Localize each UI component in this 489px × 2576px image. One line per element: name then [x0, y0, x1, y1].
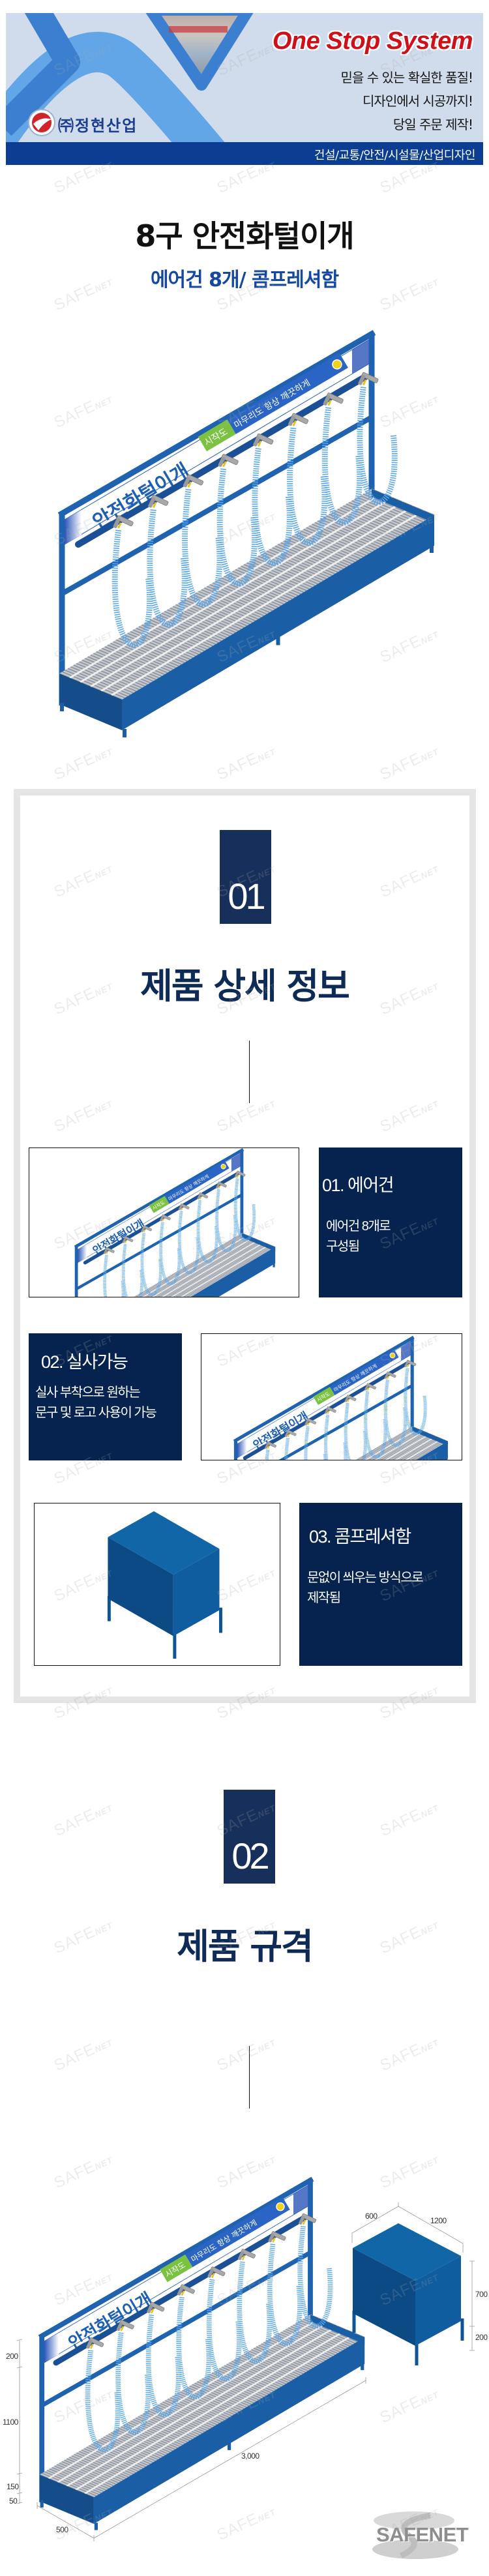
air-coil-hose: [252, 448, 293, 567]
product-image: 안전화털이개 시작도 마무리도 항상 깨끗하게: [57, 330, 435, 737]
section-badge-02: 02: [224, 1790, 275, 1884]
air-coil-hose: [287, 427, 328, 546]
air-gun-icon: [358, 372, 379, 386]
air-coil-hose: [182, 488, 223, 608]
dim-box-width: 1200: [430, 2216, 447, 2225]
slogan-line: 믿을 수 있는 확실한 품질!: [340, 70, 473, 85]
air-gun-icon: [288, 413, 309, 426]
feature-desc: 실사 부착으로 원하는: [35, 1385, 141, 1400]
safenet-logo-text: SAFENET: [376, 2523, 469, 2546]
divider-line: [249, 2046, 250, 2109]
air-gun-icon: [253, 433, 274, 447]
sign-logo-icon: [332, 359, 342, 370]
box-top: [108, 1511, 220, 1575]
compressor-box-drawing: [107, 1511, 222, 1659]
sign-green-box: [198, 419, 236, 452]
tray-leg: [276, 636, 280, 645]
tray-front: [122, 515, 434, 730]
dim-box-leg: 200: [475, 2333, 488, 2342]
safenet-swoosh-icon: [372, 2511, 458, 2559]
banner-graphic: [6, 13, 254, 165]
slogan-line: 당일 주문 제작!: [393, 117, 473, 132]
sign-blue-box: [227, 353, 348, 434]
dim-length: 3,000: [241, 2451, 259, 2461]
box-right-face: [415, 2256, 461, 2346]
feature-image-airgun: [29, 1147, 299, 1297]
air-gun-icon: [183, 474, 204, 488]
detail-frame: [14, 789, 476, 1703]
feature-desc: 에어건 8개로: [326, 1219, 391, 1234]
air-gun-icon: [323, 392, 344, 406]
company-logo-icon: [28, 109, 55, 136]
section-number: 02: [231, 1835, 269, 1876]
tray-leg: [60, 703, 64, 711]
dim-leg-height: 50: [9, 2496, 18, 2506]
slogan-line: 디자인에서 시공까지!: [363, 93, 473, 109]
air-coil-hose: [357, 386, 398, 505]
safenet-logo: SAFENET: [368, 2509, 469, 2561]
spec-rack-drawing: [40, 2179, 365, 2530]
headline: One Stop System: [272, 27, 473, 55]
box-right-face: [173, 1548, 220, 1636]
feature-desc: 제작됨: [307, 1591, 341, 1605]
air-gun-icon: [113, 515, 134, 529]
header-banner: One Stop System 믿을 수 있는 확실한 품질! 디자인에서 시공…: [6, 13, 483, 165]
product-subtitle: 에어건 8개/ 콤프레셔함: [150, 269, 339, 291]
feature-card: 02. 실사가능 실사 부착으로 원하는 문구 및 로고 사용이 가능: [29, 1333, 182, 1460]
feature-title: 01. 에어건: [322, 1176, 394, 1195]
category-bar: 건설/교통/안전/시설물/산업디자인: [6, 142, 483, 165]
feature-image-print: [201, 1333, 462, 1460]
box-left-face: [108, 1537, 173, 1636]
dimension-lines: [16, 2202, 475, 2541]
section-number: 01: [228, 876, 265, 917]
category-text: 건설/교통/안전/시설물/산업디자인: [314, 149, 476, 162]
dim-box-height: 700: [475, 2290, 488, 2299]
air-coil-hose: [321, 407, 363, 526]
feature-desc: 문없이 씌우는 방식으로: [307, 1571, 424, 1585]
dim-tray-height: 150: [7, 2482, 19, 2491]
feature-image-compressor-box: [34, 1503, 280, 1666]
tray-side: [59, 674, 122, 730]
section-title: 제품 규격: [177, 1926, 314, 1967]
dim-depth: 500: [56, 2525, 68, 2534]
air-gun-icon: [218, 454, 239, 467]
feature-title: 03. 콤프레셔함: [309, 1527, 411, 1547]
feature-title: 02. 실사가능: [41, 1352, 128, 1372]
feature-desc: 구성됨: [326, 1239, 360, 1254]
spec-compressor-box: [352, 2223, 464, 2365]
tray-leg: [430, 544, 434, 553]
tray-leg: [123, 729, 126, 737]
box-top: [353, 2223, 461, 2281]
dim-rack-height: 1100: [3, 2418, 18, 2427]
divider-line: [249, 1041, 250, 1103]
section-title: 제품 상세 정보: [140, 966, 350, 1007]
dim-rack-top: 200: [6, 2352, 18, 2361]
company-name: ㈜정현산업: [58, 117, 138, 135]
dim-box-depth: 600: [365, 2212, 378, 2221]
section-badge-01: 01: [220, 830, 271, 924]
rack-top-rail: [57, 330, 376, 518]
feature-desc: 문구 및 로고 사용이 가능: [35, 1406, 157, 1420]
feature-card: 01. 에어건 에어건 8개로 구성됨: [319, 1147, 462, 1297]
air-coil-hose: [147, 509, 188, 628]
product-title: 8구 안전화털이개: [135, 218, 354, 254]
air-coil-hose: [216, 468, 258, 587]
air-coil-hose: [111, 529, 153, 648]
air-gun-icon: [148, 494, 169, 509]
feature-card: 03. 콤프레셔함 문없이 씌우는 방식으로 제작됨: [299, 1503, 462, 1666]
